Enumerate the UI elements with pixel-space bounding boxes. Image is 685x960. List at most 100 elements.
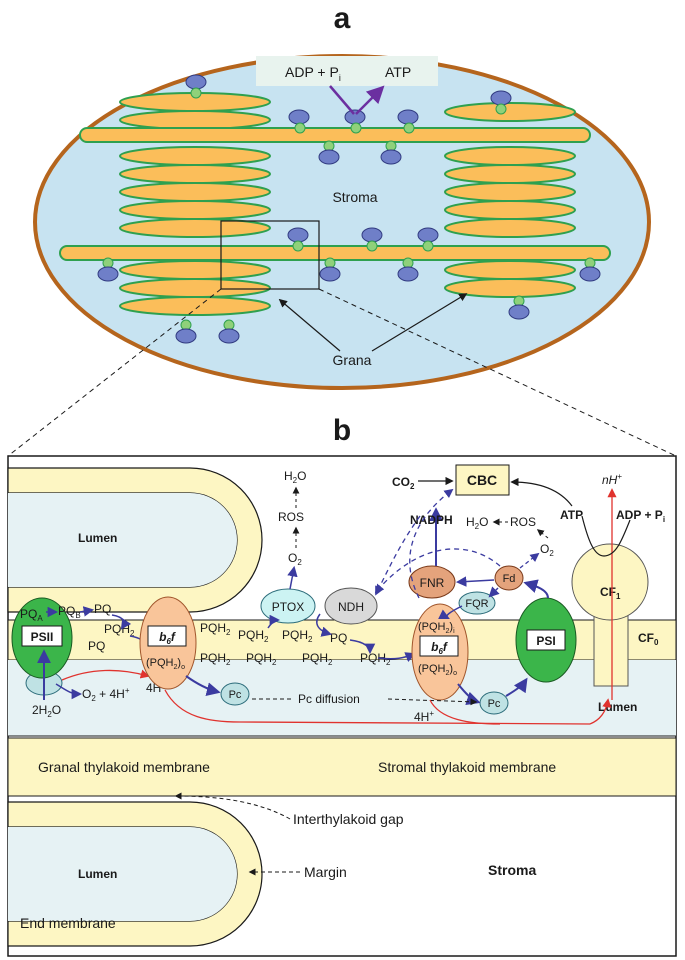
fqr-complex xyxy=(458,591,496,615)
adp-pi-label: ADP + Pi xyxy=(616,508,665,524)
cbc-label: CBC xyxy=(467,472,497,488)
pqh2-o-right: (PQH2)o xyxy=(418,663,457,677)
margin-label: Margin xyxy=(304,864,347,880)
proton-path-right xyxy=(429,699,501,725)
stroma-label-a: Stroma xyxy=(332,189,377,205)
cf0-label: CF0 xyxy=(638,631,659,647)
end-membrane-label: End membrane xyxy=(20,915,116,931)
bottom-lumen xyxy=(8,827,237,921)
ros-right-label: ROS xyxy=(510,515,536,529)
pc-diffusion-label: Pc diffusion xyxy=(298,692,360,706)
h2o-right-label: H2O xyxy=(466,515,488,531)
pq-pqh2-arrow-2 xyxy=(349,639,376,655)
ptox-complex xyxy=(260,588,316,624)
proton-path-left xyxy=(164,689,591,725)
zoom-line-left xyxy=(7,288,222,457)
pq-label-2: PQ xyxy=(88,639,105,653)
pqh2-b6f-right-arrow xyxy=(377,652,416,662)
ptox-o2-arrow xyxy=(287,565,298,590)
stroma-lamella-upper xyxy=(79,127,591,143)
grana-arrow-right xyxy=(371,293,468,352)
adp-arrow xyxy=(329,85,355,115)
fqr-label: FQR xyxy=(465,598,488,610)
adp-label: ADP + Pi xyxy=(285,64,341,83)
pqa-label: PQA xyxy=(20,607,43,623)
pqh2-label-3: PQH2 xyxy=(200,651,231,667)
h4-right-label: 4H+ xyxy=(414,709,434,724)
h2o-top-label: H2O xyxy=(284,469,306,485)
o2-right-label: O2 xyxy=(540,542,554,558)
pc-left xyxy=(220,682,250,706)
pqh2-label-7: PQH2 xyxy=(302,651,333,667)
o2-arrow xyxy=(55,683,83,700)
granum-left xyxy=(119,92,271,316)
proton-to-cf0-arrow xyxy=(589,698,612,725)
psi-fd-arrow xyxy=(523,579,549,599)
grana-arrow-left xyxy=(278,298,341,352)
nadph-label: NADPH xyxy=(410,513,453,527)
stroma-lamella-lower xyxy=(59,245,611,261)
pqh2-label-2: PQH2 xyxy=(200,621,231,637)
fd-o2-arrow xyxy=(519,552,540,569)
panel-b-letter: b xyxy=(333,414,351,447)
psii-box xyxy=(21,625,63,647)
pq-label-3: PQ xyxy=(330,631,347,645)
ros-top-label: ROS xyxy=(278,510,304,524)
o2-ros-right-arrow xyxy=(536,529,549,539)
zoom-box xyxy=(220,220,320,290)
ptox-label: PTOX xyxy=(272,600,304,614)
atp-cycle-curve xyxy=(581,515,631,557)
pqb-pq-arrow xyxy=(79,606,95,617)
pqh2-label-8: PQH2 xyxy=(360,651,391,667)
membrane-complexes xyxy=(97,74,601,344)
stromal-membrane-label: Stromal thylakoid membrane xyxy=(378,759,556,775)
atp-cbc-arrow xyxy=(510,477,573,507)
lumen-top-label: Lumen xyxy=(78,531,117,545)
lower-membrane-band xyxy=(7,737,677,797)
stroma-label-b: Stroma xyxy=(488,862,536,878)
atp-label-a: ATP xyxy=(385,64,411,80)
pq-pqh2-arrow xyxy=(111,614,132,630)
pqh2-label-5: PQH2 xyxy=(246,651,277,667)
cf1-complex xyxy=(571,543,649,621)
b6f-left-label: b6f xyxy=(159,630,176,646)
zoom-line-right xyxy=(318,288,677,457)
nadph-cbc-arrow xyxy=(409,488,454,599)
co2-label: CO2 xyxy=(392,475,415,491)
o2-4h-label: O2 + 4H+ xyxy=(82,686,130,703)
pqh2-label-4: PQH2 xyxy=(238,628,269,644)
ndh-label: NDH xyxy=(338,600,364,614)
pq-label-1: PQ xyxy=(94,602,111,616)
fd-fqr-arrow xyxy=(488,586,500,598)
pqb-label: PQB xyxy=(58,604,81,620)
fnr-complex xyxy=(408,565,456,599)
fd-label: Fd xyxy=(503,573,516,585)
b6f-pc-arrow xyxy=(185,675,221,697)
grana-label: Grana xyxy=(333,352,372,368)
granal-membrane-label: Granal thylakoid membrane xyxy=(38,759,210,775)
pqh2-i-right: (PQH2)i xyxy=(418,621,455,635)
granum-right xyxy=(444,102,576,298)
panel-a-letter: a xyxy=(334,2,351,35)
psi-box xyxy=(526,629,566,651)
o2-top-label: O2 xyxy=(288,551,302,567)
interthylakoid-gap-label: Interthylakoid gap xyxy=(293,811,404,827)
b6f-right-box xyxy=(419,635,459,657)
nadph-ndh-arrow xyxy=(375,515,421,596)
lumen-bottom-label: Lumen xyxy=(78,867,117,881)
ndh-pq-arrow xyxy=(316,613,333,637)
fqr-b6f-arrow xyxy=(438,605,463,619)
pqh2-ptox-arrow xyxy=(267,614,281,629)
fnr-label: FNR xyxy=(420,576,445,590)
b6f-right-label: b6f xyxy=(431,640,448,656)
cbc-box xyxy=(455,464,510,496)
pc-psi-arrow xyxy=(505,677,528,697)
water-label: 2H2O xyxy=(32,703,61,719)
fd-fnr-arrow xyxy=(455,576,495,587)
psii-label: PSII xyxy=(31,630,54,644)
atp-label-b: ATP xyxy=(560,508,583,522)
fd-ndh-arrow xyxy=(374,548,501,594)
pqh2-label-6: PQH2 xyxy=(282,628,313,644)
